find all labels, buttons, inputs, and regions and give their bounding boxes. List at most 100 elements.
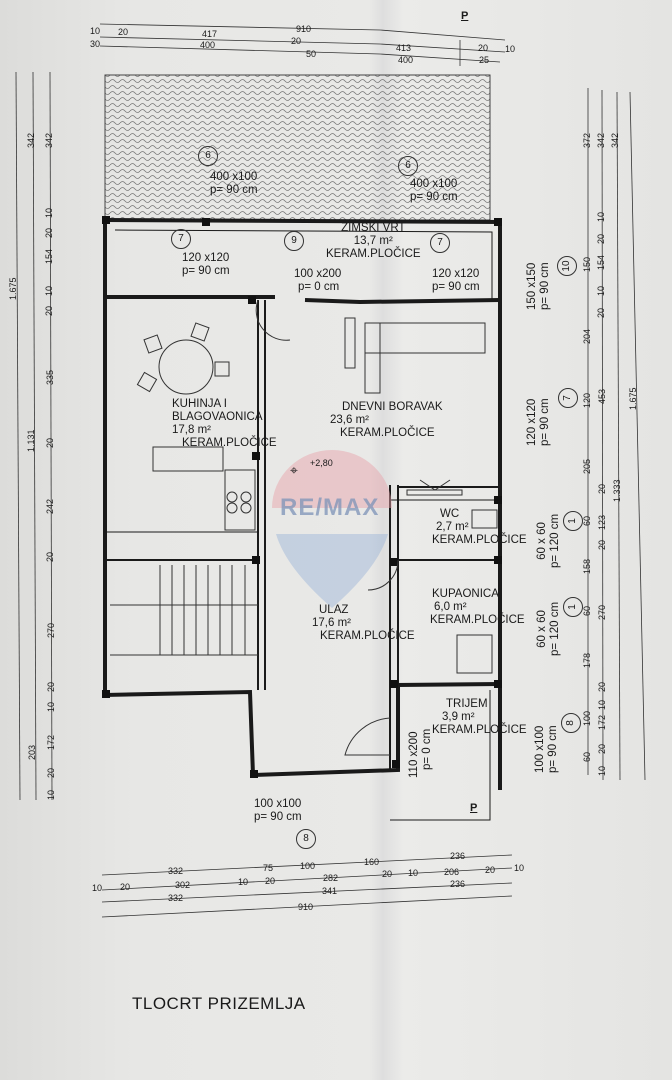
dimension: 10 bbox=[44, 285, 54, 296]
room-area: 13,7 m² bbox=[353, 235, 393, 247]
dimension: 413 bbox=[396, 43, 412, 53]
room-floor: KERAM.PLOČICE bbox=[432, 724, 527, 736]
dimension: 10 bbox=[408, 868, 419, 878]
dimension: 453 bbox=[597, 388, 607, 404]
room-area: 17,8 m² bbox=[172, 424, 211, 436]
room-floor: KERAM.PLOČICE bbox=[432, 534, 527, 546]
dimension: 172 bbox=[46, 734, 56, 750]
dimension: 332 bbox=[168, 866, 184, 876]
room-name: KUHINJA I BLAGOVAONICA bbox=[172, 398, 263, 423]
dimension: 20 bbox=[46, 767, 56, 778]
dimension: 25 bbox=[479, 55, 490, 65]
room-name: WC bbox=[440, 508, 460, 520]
dimension: 1.131 bbox=[26, 429, 36, 452]
opening-tag: 6 bbox=[398, 156, 418, 176]
dimension: 50 bbox=[306, 49, 317, 59]
bottom-dimension-lines bbox=[101, 854, 513, 918]
dimension: 1.675 bbox=[628, 387, 638, 410]
furniture bbox=[110, 299, 498, 756]
opening-tag: 7 bbox=[558, 388, 578, 408]
room-area: 6,0 m² bbox=[434, 601, 467, 613]
remax-balloon-logo bbox=[272, 450, 392, 608]
dimension: 206 bbox=[444, 867, 460, 877]
room-ulaz: ULAZ 17,6 m² KERAM.PLOČICE bbox=[312, 604, 415, 643]
dimension: 30 bbox=[90, 39, 101, 49]
dimension: 20 bbox=[265, 876, 276, 886]
dimension: 342 bbox=[596, 132, 606, 148]
dimension: 400 bbox=[200, 40, 216, 50]
section-marker-bottom: P bbox=[470, 802, 478, 814]
dimension: 20 bbox=[478, 43, 489, 53]
dimension: 20 bbox=[485, 865, 496, 875]
dimension: 178 bbox=[582, 652, 592, 668]
room-name: TRIJEM bbox=[446, 698, 488, 710]
pillars bbox=[102, 216, 502, 778]
dimension: 160 bbox=[364, 857, 380, 867]
dimension: 10 bbox=[597, 699, 607, 710]
dimension: 20 bbox=[597, 539, 607, 550]
opening-tag: 6 bbox=[198, 146, 218, 166]
room-kupaonica: KUPAONICA 6,0 m² KERAM.PLOČICE bbox=[430, 588, 525, 627]
dimension: 342 bbox=[26, 132, 36, 148]
terrace-hatch bbox=[104, 74, 491, 221]
room-zimski-vrt: ZIMSKI VRT 13,7 m² KERAM.PLOČICE bbox=[326, 222, 421, 261]
dimension: 60 bbox=[582, 751, 592, 762]
section-marker-top: P bbox=[461, 10, 469, 22]
side-dimension-lines bbox=[15, 71, 646, 801]
dimension: 332 bbox=[168, 893, 184, 903]
dimension: 10 bbox=[90, 26, 101, 36]
room-name: ZIMSKI VRT bbox=[341, 222, 406, 234]
room-floor: KERAM.PLOČICE bbox=[320, 630, 415, 642]
dimension: 20 bbox=[46, 681, 56, 692]
dimension: 20 bbox=[44, 305, 54, 316]
opening-tag: 10 bbox=[557, 256, 577, 276]
dimension: 10 bbox=[596, 285, 606, 296]
dimension: 270 bbox=[46, 622, 56, 638]
dimension: 236 bbox=[450, 879, 466, 889]
dimension: 242 bbox=[45, 498, 55, 514]
room-area: 23,6 m² bbox=[330, 414, 369, 426]
opening-tag: 7 bbox=[430, 233, 450, 253]
dimension: 10 bbox=[46, 701, 56, 712]
room-floor: KERAM.PLOČICE bbox=[430, 614, 525, 626]
room-area: 17,6 m² bbox=[312, 617, 351, 629]
dimension: 204 bbox=[582, 328, 592, 344]
dimension: 341 bbox=[322, 886, 338, 896]
dimension: 20 bbox=[596, 233, 606, 244]
plan-title: TLOCRT PRIZEMLJA bbox=[132, 994, 306, 1013]
dimension: 910 bbox=[296, 24, 312, 34]
dimension: 154 bbox=[44, 248, 54, 264]
dimension: 203 bbox=[27, 744, 37, 760]
dimension: 236 bbox=[450, 851, 466, 861]
opening-tag: 1 bbox=[563, 597, 583, 617]
dimension: 172 bbox=[597, 714, 607, 730]
dimension: 10 bbox=[46, 789, 56, 800]
dimension: 20 bbox=[45, 437, 55, 448]
dimension: 20 bbox=[597, 743, 607, 754]
room-name: ULAZ bbox=[319, 604, 349, 616]
dimension: 10 bbox=[238, 877, 249, 887]
room-trijem: TRIJEM 3,9 m² KERAM.PLOČICE bbox=[432, 698, 527, 737]
dimension: 302 bbox=[175, 880, 191, 890]
dimension: 205 bbox=[582, 458, 592, 474]
dimension: 20 bbox=[118, 27, 129, 37]
dimension: 282 bbox=[323, 873, 339, 883]
room-kuhinja: KUHINJA I BLAGOVAONICA 17,8 m² KERAM.PLO… bbox=[172, 398, 277, 450]
dimension: 10 bbox=[44, 207, 54, 218]
dimension: 1.675 bbox=[8, 277, 18, 300]
dimension: 335 bbox=[45, 369, 55, 385]
dimension: 10 bbox=[505, 44, 516, 54]
dimension: 1.333 bbox=[612, 479, 622, 502]
dimension: 20 bbox=[45, 551, 55, 562]
dimension: 10 bbox=[514, 863, 525, 873]
